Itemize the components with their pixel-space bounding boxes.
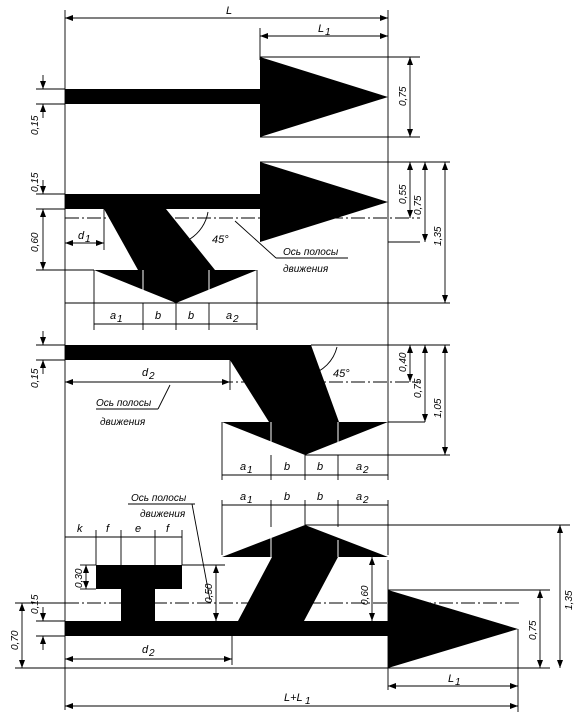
dim-e-label: e bbox=[135, 523, 141, 535]
dim-050-label: 0,50 bbox=[204, 583, 215, 603]
dim-L-label: L bbox=[226, 5, 232, 17]
dim-135-arrow4-label: 1,35 bbox=[564, 590, 574, 610]
arrow2-head bbox=[260, 162, 388, 242]
dim-a1-label-1: a bbox=[110, 310, 116, 322]
arrow4-branch bbox=[222, 525, 388, 636]
arrow2-shaft bbox=[65, 194, 261, 209]
dim-030-label: 0,30 bbox=[74, 568, 85, 588]
dim-d2-label-4: d bbox=[142, 644, 149, 656]
dim-f-label-2: f bbox=[166, 523, 170, 535]
dim-075-arrow3-label: 0,75 bbox=[413, 378, 424, 398]
dim-070-label: 0,70 bbox=[10, 630, 21, 650]
dim-f-label-1: f bbox=[106, 523, 110, 535]
dim-b-label-3b: b bbox=[317, 491, 323, 503]
dim-LL1-label: L+L bbox=[284, 692, 303, 704]
angle-45-arc-2 bbox=[308, 346, 338, 376]
axis-note2-leader bbox=[157, 384, 171, 410]
axis-note3-line1: Ось полосы bbox=[131, 493, 187, 504]
dim-a2-sub-1: 2 bbox=[232, 314, 239, 325]
dim-L1-bottom-label: L bbox=[448, 673, 454, 685]
axis-note2-line1: Ось полосы bbox=[96, 398, 152, 409]
dim-a1-sub-1: 1 bbox=[117, 314, 123, 325]
dim-040-label: 0,40 bbox=[398, 352, 409, 372]
dim-d1-sub: 1 bbox=[85, 234, 91, 245]
dim-L1-bottom-sub: 1 bbox=[455, 677, 461, 688]
dim-060-label: 0,60 bbox=[30, 232, 41, 252]
dim-b-label-1b: b bbox=[188, 310, 194, 322]
arrow2-branch bbox=[94, 209, 257, 303]
arrow4-t-stem bbox=[121, 589, 155, 622]
dim-a2-label-1: a bbox=[226, 310, 232, 322]
dim-b-label-3a: b bbox=[284, 491, 290, 503]
dim-015-label-1: 0,15 bbox=[30, 115, 41, 135]
dim-a1-sub-3: 1 bbox=[247, 495, 253, 506]
axis-note3-line2: движения bbox=[140, 509, 186, 520]
dim-a1-label-2: a bbox=[240, 461, 246, 473]
arrow4-shaft bbox=[65, 621, 390, 636]
arrow4-head bbox=[388, 590, 518, 668]
dim-105-label: 1,05 bbox=[433, 398, 444, 418]
dim-b-label-1a: b bbox=[155, 310, 161, 322]
dim-d2-label-3: d bbox=[142, 367, 149, 379]
dim-LL1-sub: 1 bbox=[305, 696, 311, 707]
dim-b-label-2b: b bbox=[317, 461, 323, 473]
dim-L1-label: L bbox=[318, 23, 324, 35]
dim-a2-sub-3: 2 bbox=[362, 495, 369, 506]
dim-a2-sub-2: 2 bbox=[362, 465, 369, 476]
axis-note3-leader bbox=[191, 503, 211, 601]
dim-a1-label-3: a bbox=[240, 491, 246, 503]
dim-a2-label-2: a bbox=[356, 461, 362, 473]
dim-015-label-2: 0,15 bbox=[30, 172, 41, 192]
dim-L1-sub: 1 bbox=[325, 27, 331, 38]
dim-a2-label-3: a bbox=[356, 491, 362, 503]
axis-note1-leader bbox=[234, 220, 277, 259]
arrow3-shaft bbox=[65, 345, 293, 360]
axis-note1-line1: Ось полосы bbox=[283, 247, 339, 258]
angle-45-label-2: 45° bbox=[333, 368, 350, 380]
arrow3-branch bbox=[222, 345, 388, 455]
dim-d2-sub-3: 2 bbox=[148, 371, 155, 382]
dim-075-arrow4-label: 0,75 bbox=[528, 620, 539, 640]
dim-b-label-2a: b bbox=[284, 461, 290, 473]
dim-k-label: k bbox=[77, 523, 83, 535]
dim-055-label: 0,55 bbox=[398, 184, 409, 204]
angle-45-label-1: 45° bbox=[212, 234, 229, 246]
dim-d2-sub-4: 2 bbox=[148, 648, 155, 659]
dim-075-arrow2-label: 0,75 bbox=[413, 195, 424, 215]
dim-d1-label: d bbox=[78, 230, 85, 242]
dim-a1-sub-2: 1 bbox=[247, 465, 253, 476]
dim-060-label-4: 0,60 bbox=[360, 585, 371, 605]
arrow1-shaft bbox=[65, 89, 261, 104]
dim-015-label-4: 0,15 bbox=[30, 594, 41, 614]
dim-075-arrow1-label: 0,75 bbox=[398, 86, 409, 106]
dim-135-arrow2-label: 1,35 bbox=[433, 226, 444, 246]
arrow1-head bbox=[260, 57, 388, 137]
angle-45-arc-1 bbox=[189, 211, 209, 240]
dim-015-label-3: 0,15 bbox=[30, 368, 41, 388]
arrow4-t-bar bbox=[96, 565, 182, 589]
axis-note1-line2: движения bbox=[283, 264, 329, 275]
axis-note2-line2: движения bbox=[100, 417, 146, 428]
